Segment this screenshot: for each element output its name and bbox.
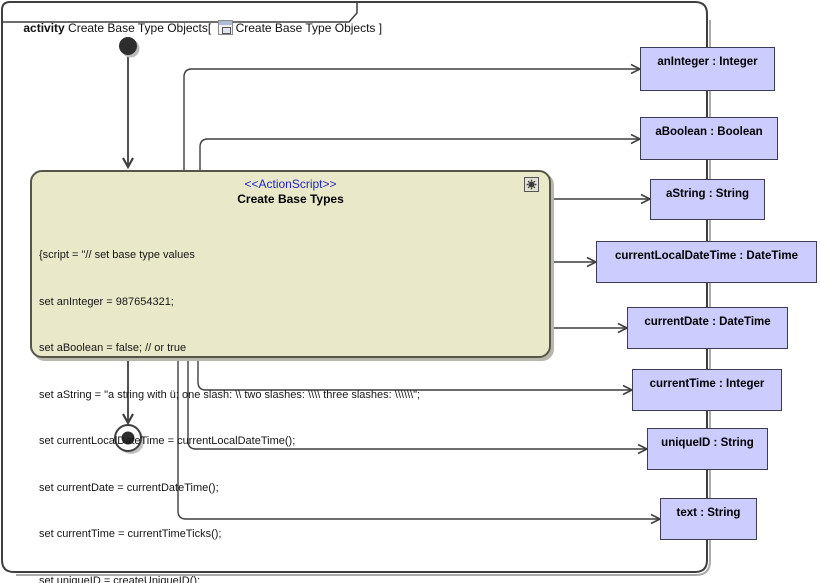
parameter-node-currentTime[interactable]: currentTime : Integer — [632, 369, 782, 411]
parameter-node-uniqueID[interactable]: uniqueID : String — [647, 428, 768, 470]
parameter-node-currentDate[interactable]: currentDate : DateTime — [627, 307, 788, 349]
frame-title-tab[interactable] — [2, 3, 358, 23]
initial-node[interactable] — [119, 37, 140, 58]
gear-icon — [524, 177, 539, 192]
frame-title-diagram-name: Create Base Type Objects ] — [235, 21, 383, 35]
script-line: set currentTime = currentTimeTicks(); — [39, 528, 222, 540]
object-flow-currentLocalDateTime[interactable] — [551, 256, 598, 268]
final-node[interactable] — [114, 424, 144, 454]
control-flow-initial-to-action[interactable] — [122, 56, 134, 170]
action-name: Create Base Types — [237, 192, 344, 206]
object-flow-aBoolean[interactable] — [199, 133, 642, 171]
action-stereotype: <<ActionScript>> — [244, 177, 337, 191]
parameter-node-text[interactable]: text : String — [660, 498, 757, 540]
object-flow-aString[interactable] — [551, 193, 652, 205]
frame-title-text: Create Base Type Objects[ — [64, 21, 215, 35]
script-line: set aString = "a string with ü; one slas… — [39, 388, 421, 401]
control-flow-action-to-final[interactable] — [122, 358, 134, 426]
parameter-node-aBoolean[interactable]: aBoolean : Boolean — [640, 117, 778, 160]
script-line: set anInteger = 987654321; — [39, 295, 174, 308]
parameter-node-anInteger[interactable]: anInteger : Integer — [640, 47, 775, 91]
script-line: {script = "// set base type values — [39, 249, 195, 261]
script-line: set currentLocalDateTime = currentLocalD… — [39, 435, 296, 447]
action-script-body: {script = "// set base type values set a… — [32, 217, 549, 583]
activity-frame-border[interactable] — [1, 1, 708, 573]
parameter-node-aString[interactable]: aString : String — [650, 179, 765, 220]
object-flow-currentDate[interactable] — [551, 322, 629, 334]
script-line: set uniqueID = createUniqueID(); — [39, 574, 201, 583]
action-node-create-base-types[interactable]: <<ActionScript>> Create Base Types {scri… — [30, 170, 551, 583]
diagram-icon — [217, 20, 233, 35]
parameter-node-currentLocalDateTime[interactable]: currentLocalDateTime : DateTime — [596, 241, 817, 283]
frame-title: activity Create Base Type Objects[ Creat… — [10, 4, 382, 35]
frame-shadow — [16, 20, 711, 576]
script-line: set currentDate = currentDateTime(); — [39, 481, 219, 494]
object-flow-anInteger[interactable] — [183, 63, 642, 171]
script-line: set aBoolean = false; // or true — [39, 342, 187, 354]
frame-title-keyword: activity — [23, 21, 65, 35]
